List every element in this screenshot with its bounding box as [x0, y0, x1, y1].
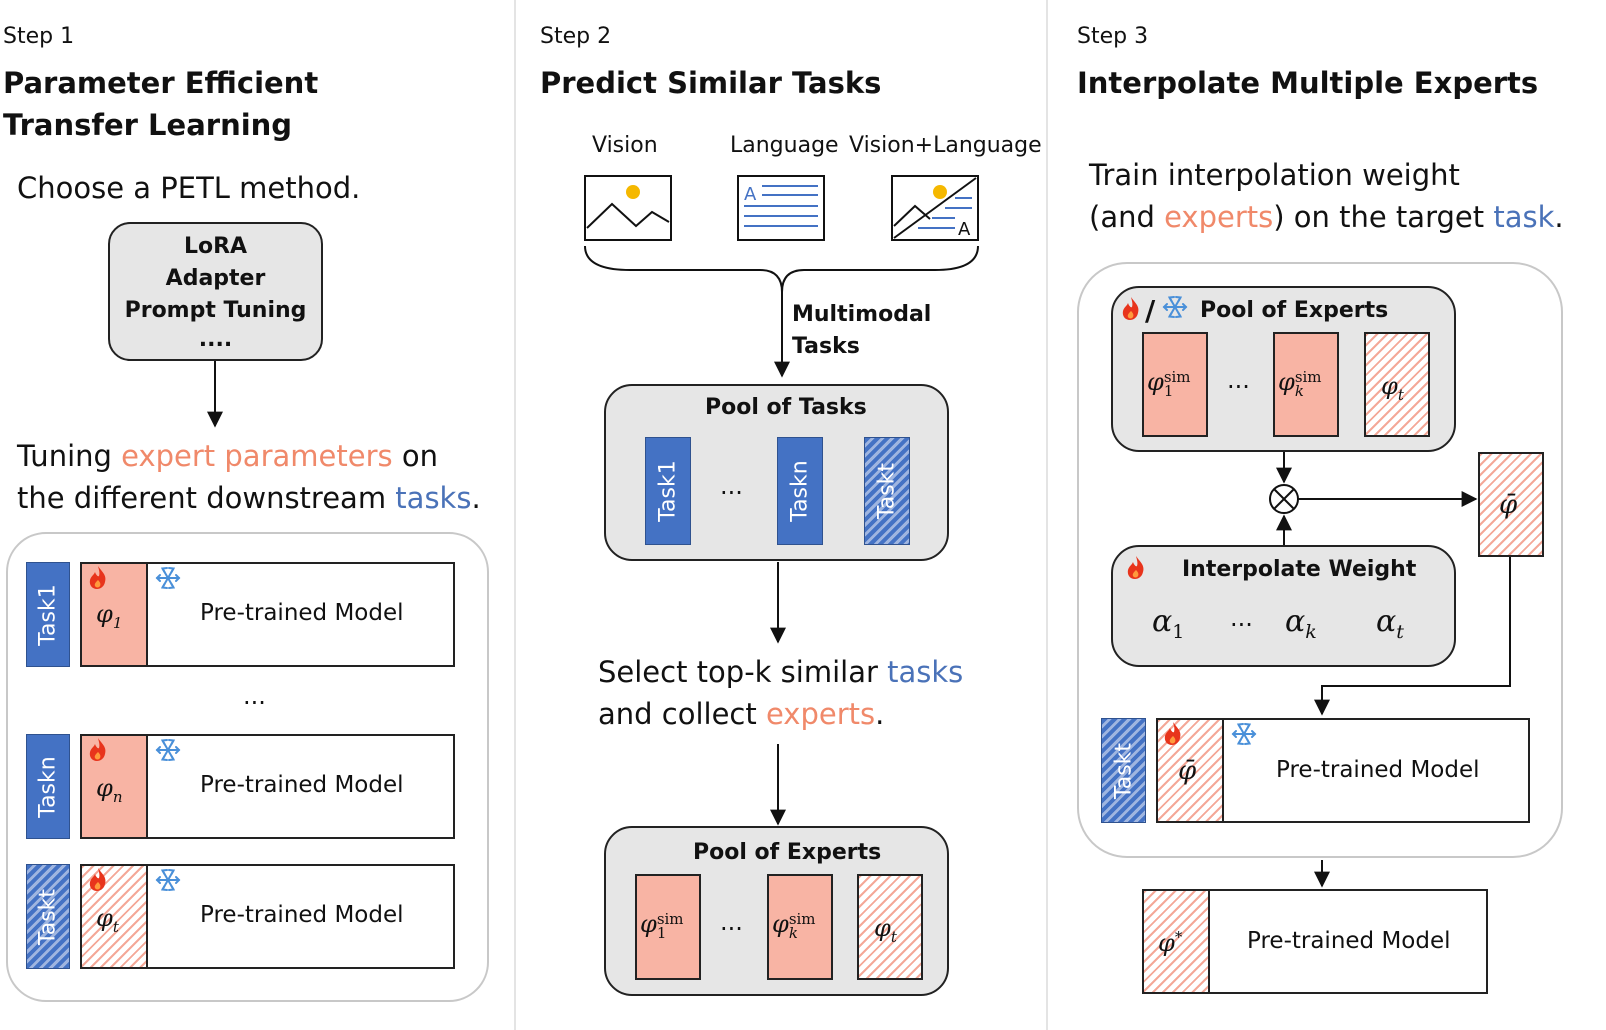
pool-taskn: Taskn [777, 437, 823, 545]
petl-methods-box: LoRA Adapter Prompt Tuning .... [108, 222, 323, 361]
pool-task1: Task1 [645, 437, 691, 545]
svg-text:A: A [958, 219, 971, 240]
slash-text: / [1145, 294, 1156, 327]
step1-tuning-line2: the different downstream tasks. [17, 481, 481, 515]
step2-expert-t [857, 874, 923, 980]
document-icon: A [737, 175, 825, 241]
model-label-n: Pre-trained Model [200, 772, 404, 798]
weight-alpha-t: αt [1376, 604, 1404, 643]
taskt-block: Taskt [26, 864, 70, 969]
step2-label: Step 2 [540, 24, 612, 49]
step2-experts-ellipsis: ... [720, 908, 743, 936]
step3-expert-k [1273, 332, 1339, 437]
method-lora: LoRA [183, 234, 248, 259]
method-prompt-tuning: Prompt Tuning [124, 298, 307, 323]
select-line2: and collect experts. [598, 697, 885, 731]
step3-expert-t [1364, 332, 1430, 437]
modality-brace [584, 245, 979, 293]
phi-n-label: φn [96, 774, 123, 806]
svg-text:A: A [744, 184, 757, 205]
step3-expert-t-label: φt [1381, 372, 1404, 404]
method-more: .... [198, 327, 233, 352]
pool-of-experts-step2-title: Pool of Experts [693, 840, 882, 865]
multimodal-tasks-line1: Multimodal [792, 302, 932, 327]
final-phi-star-label: φ* [1158, 928, 1183, 957]
pool-tasks-ellipsis: ... [720, 472, 743, 500]
multimodal-tasks-line2: Tasks [792, 334, 860, 359]
step2-expert-t-label: φt [874, 914, 897, 946]
step1-label: Step 1 [3, 24, 75, 49]
step3-taskt-block: Taskt [1101, 718, 1146, 823]
weight-alpha-k: αk [1285, 604, 1317, 643]
model-label-1: Pre-trained Model [200, 600, 404, 626]
step3-phi-bar-expert-label: φ̄ [1178, 756, 1197, 786]
rows-ellipsis: ... [243, 682, 266, 710]
step2-expert-1 [635, 874, 701, 980]
step3-model-label: Pre-trained Model [1276, 757, 1480, 783]
train-line1: Train interpolation weight [1089, 158, 1460, 192]
phi-bar-box [1478, 452, 1544, 557]
step3-title: Interpolate Multiple Experts [1077, 66, 1539, 100]
weights-ellipsis: ... [1230, 604, 1253, 632]
taskn-block: Taskn [26, 734, 70, 839]
phi-1-label: φ1 [96, 600, 123, 632]
step3-experts-ellipsis: ... [1227, 366, 1250, 394]
modality-vision-language: Vision+Language [849, 133, 1042, 158]
modality-language: Language [730, 133, 839, 158]
image-text-icon: A [891, 175, 979, 241]
pool-of-tasks-title: Pool of Tasks [705, 395, 867, 420]
interpolate-weight-title: Interpolate Weight [1182, 557, 1417, 582]
weight-alpha-1: α1 [1152, 604, 1185, 643]
step3-container [1077, 262, 1563, 858]
select-line1: Select top-k similar tasks [598, 655, 964, 689]
pool-of-experts-step3-title: Pool of Experts [1200, 298, 1389, 323]
step1-tuning-line1: Tuning expert parameters on [17, 439, 438, 473]
final-phi-star-expert [1142, 889, 1210, 994]
final-model-label: Pre-trained Model [1247, 928, 1451, 954]
step3-expert-1 [1142, 332, 1208, 437]
step1-choose-text: Choose a PETL method. [17, 171, 361, 205]
step3-label: Step 3 [1077, 24, 1149, 49]
task1-block: Task1 [26, 562, 70, 667]
step1-rows-container [6, 532, 489, 1002]
divider-1 [514, 0, 516, 1030]
train-line2: (and experts) on the target task. [1089, 200, 1564, 234]
step1-title: Parameter Efficient Transfer Learning [3, 66, 319, 142]
divider-2 [1046, 0, 1048, 1030]
modality-vision: Vision [592, 133, 658, 158]
method-adapter: Adapter [165, 266, 266, 291]
step2-title: Predict Similar Tasks [540, 66, 882, 100]
model-label-t: Pre-trained Model [200, 902, 404, 928]
phi-t-label: φt [96, 904, 119, 936]
step2-expert-k [767, 874, 833, 980]
phi-bar-label: φ̄ [1499, 490, 1518, 520]
pool-taskt: Taskt [864, 437, 910, 545]
image-icon [584, 175, 672, 241]
